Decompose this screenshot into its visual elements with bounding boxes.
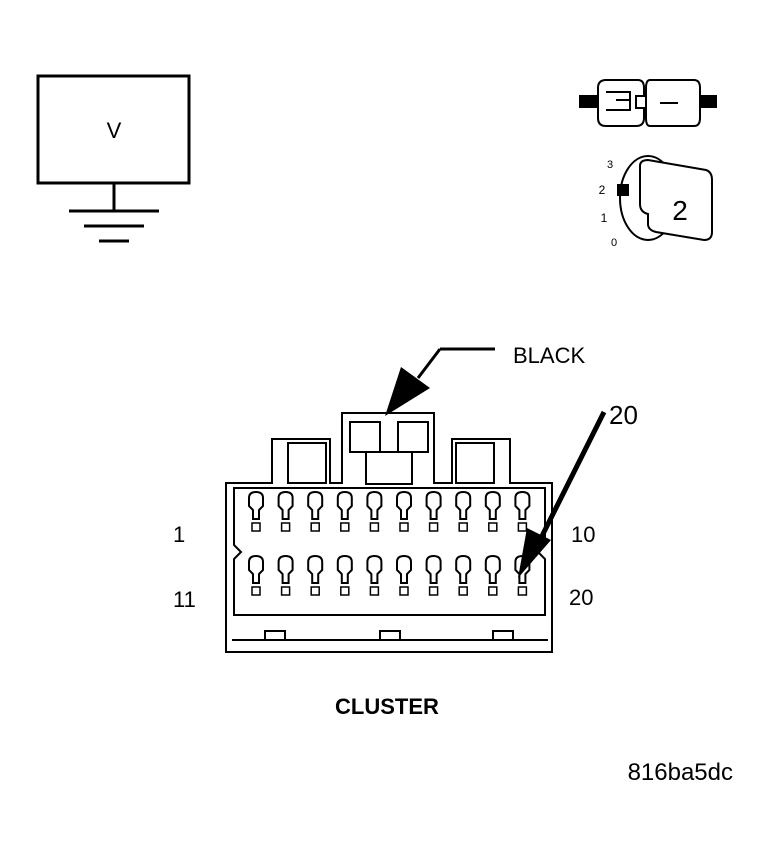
pin-terminal-square [517,586,528,596]
wire-left-icon [579,95,599,108]
pin-terminal-13 [307,554,324,596]
pin-terminal-19 [484,554,501,596]
pin-terminal-1 [248,490,264,532]
bottom-rib-2 [379,630,401,641]
pin-terminal-15 [366,554,383,596]
pin-terminal-square [280,586,291,596]
pin-terminal-14 [336,554,353,596]
pin-terminal-square [340,522,350,532]
pin-terminal-12 [277,554,294,596]
lock-tab-left [349,421,381,453]
pin-terminal-shape [425,490,442,520]
pin-label-11: 11 [173,587,196,612]
pin-terminal-square [428,522,439,532]
ignition-key-icon [617,155,713,242]
pin-pointer-callout [518,410,607,578]
pin-terminal-square [280,522,291,532]
pin-terminal-shape [455,490,472,520]
pin-terminal-square [458,586,468,596]
pin-terminal-4 [336,490,353,532]
pin-terminal-shape [277,490,294,520]
key-head-icon [639,158,713,242]
pin-terminal-square [488,586,498,596]
pin-terminal-shape [396,490,412,520]
housing-left-tab [287,442,327,484]
pin-terminal-shape [455,554,472,584]
pin-terminal-square [340,586,350,596]
pin-terminal-shape [366,554,383,584]
pin-terminal-square [369,522,380,532]
lock-tab-right [397,421,429,453]
pin-terminal-square [399,522,409,532]
pin-terminal-shape [396,554,412,584]
ignition-position-2: 2 [599,183,606,197]
pin-terminal-square [458,522,468,532]
housing-right-tab [455,442,495,484]
pin-terminal-2 [277,490,294,532]
pin-terminal-shape [425,554,442,584]
pin-terminal-shape [248,554,264,584]
wire-right-icon [699,95,717,108]
pin-terminal-shape [248,490,264,520]
pin-terminal-18 [455,554,472,596]
pin-terminal-shape [484,490,501,520]
key-position-marker [617,184,629,196]
pin-terminal-3 [307,490,324,532]
pin-terminal-square [369,586,380,596]
pin-terminal-5 [366,490,383,532]
pin-row-top [248,490,531,532]
color-callout-arrowhead [385,367,430,416]
pin-terminal-shape [336,554,353,584]
pointer-pin-number: 20 [609,400,638,430]
voltmeter-label: V [107,118,122,143]
pin-terminal-8 [455,490,472,532]
ignition-position-0: 0 [611,237,617,249]
pin-terminal-square [310,522,320,532]
pin-row-bottom [248,554,531,596]
connector-name: CLUSTER [335,694,439,719]
bottom-rib-1 [264,630,286,641]
pin-terminal-shape [277,554,294,584]
pin-terminal-square [488,522,498,532]
color-callout-line-2 [416,348,442,379]
pin-pointer-arrowhead [518,528,551,578]
bottom-rib-3 [492,630,514,641]
plug-latch-icon [606,91,631,111]
pin-terminal-shape [484,554,501,584]
pin-terminal-square [310,586,320,596]
pin-terminal-11 [248,554,264,596]
pin-label-20: 20 [569,585,593,610]
pin-terminal-square [251,522,261,532]
pin-terminal-square [251,586,261,596]
pin-terminal-square [399,586,409,596]
connector-color-label: BLACK [513,343,585,368]
pin-terminal-16 [396,554,412,596]
pin-terminal-10 [514,490,531,532]
pin-terminal-square [517,522,528,532]
ignition-selected-position: 2 [672,195,688,226]
disconnected-connector-icon [579,79,717,127]
pin-terminal-17 [425,554,442,596]
voltmeter-symbol [36,74,191,243]
pin-pointer-line [537,410,607,542]
pin-terminal-shape [307,490,324,520]
pin-terminal-7 [425,490,442,532]
ignition-position-1: 1 [601,211,608,225]
pin-terminal-shape [307,554,324,584]
connector-body [225,412,553,653]
figure-id: 816ba5dc [628,759,733,786]
lock-center-block [365,451,413,485]
pin-terminal-square [428,586,439,596]
pin-label-1: 1 [173,522,185,547]
pin-terminal-shape [514,490,531,520]
pin-label-10: 10 [571,522,595,547]
pin-terminal-shape [366,490,383,520]
pin-terminal-9 [484,490,501,532]
ignition-position-3: 3 [607,159,613,171]
color-callout [385,347,495,416]
pin-terminal-shape [336,490,353,520]
pin-terminal-6 [396,490,412,532]
